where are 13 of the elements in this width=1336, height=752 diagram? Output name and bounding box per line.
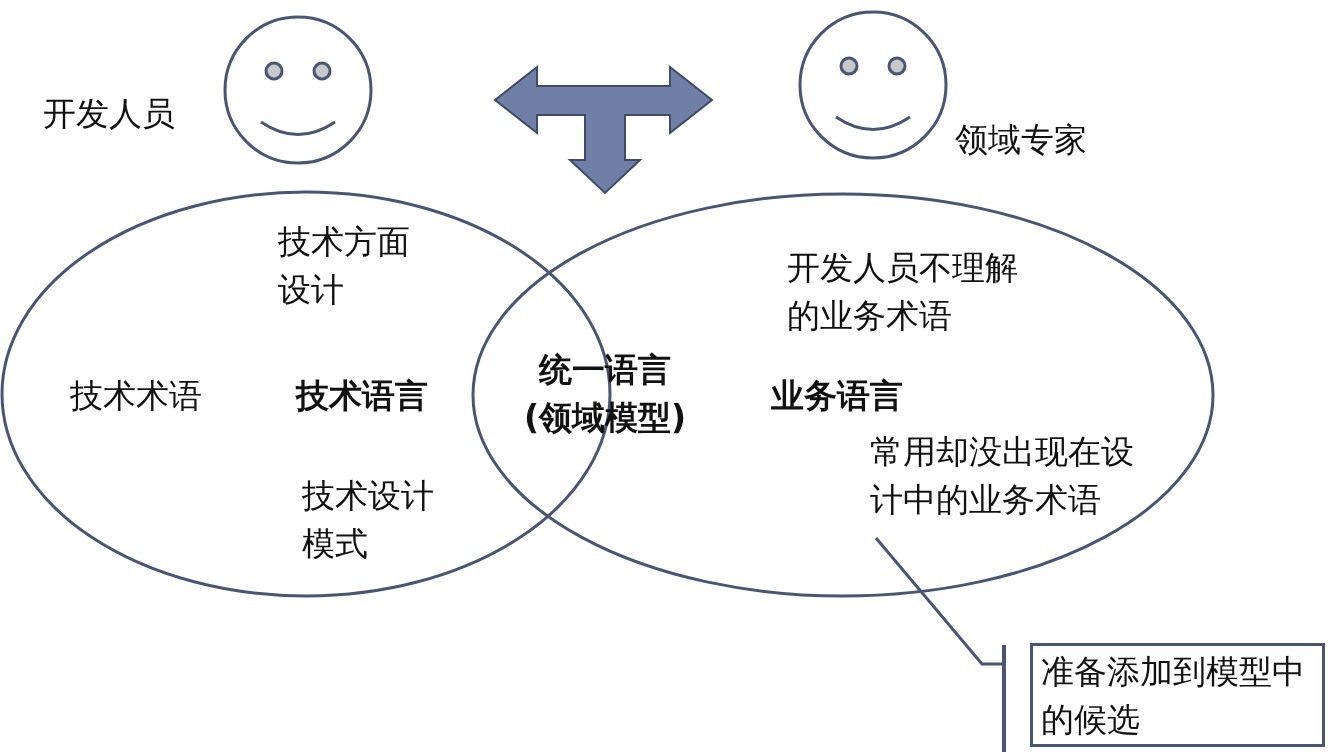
- role-label: 开发人员: [43, 93, 176, 135]
- term-text: 准备添加到模型中的候选: [1041, 651, 1306, 741]
- term-text: 开发人员不理解的业务术语: [787, 247, 1019, 337]
- leader-line: [874, 537, 1006, 752]
- term-text: 技术方面设计: [278, 221, 411, 311]
- heading-text: 技术语言: [296, 375, 429, 417]
- role-label: 领域专家: [955, 119, 1088, 161]
- heading-text: 业务语言: [771, 375, 904, 417]
- term-text: 技术设计模式: [302, 475, 435, 565]
- term-text: 常用却没出现在设计中的业务术语: [870, 431, 1135, 521]
- callout-box: [1030, 643, 1325, 747]
- block-arrow: [493, 64, 714, 195]
- term-text: 技术术语: [70, 375, 203, 417]
